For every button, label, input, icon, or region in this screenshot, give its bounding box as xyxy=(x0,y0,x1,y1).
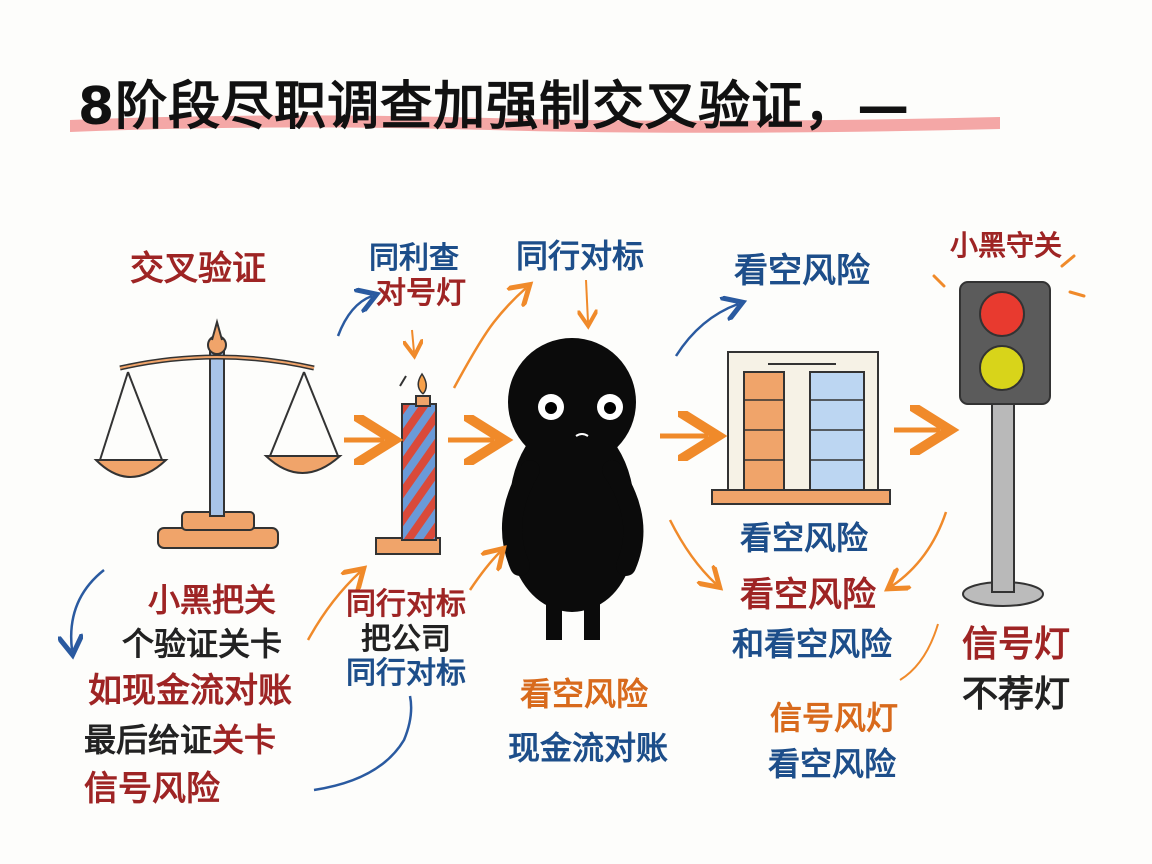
building-note-1: 看空风险 xyxy=(740,519,869,557)
label-signal-check: 对号灯 xyxy=(376,275,466,311)
left-note-4-tail: 关卡 xyxy=(212,721,277,759)
label-cross-verify: 交叉验证 xyxy=(130,249,266,289)
building-panels-icon xyxy=(711,351,891,505)
traffic-light-icon xyxy=(932,254,1086,607)
left-note-1: 小黑把关 xyxy=(148,581,277,619)
label-peer-benchmark-top: 同行对标 xyxy=(516,237,645,275)
label-peer-check-group: 同利查 对号灯 xyxy=(362,241,466,311)
center-note-2: 把公司 xyxy=(361,621,451,657)
black-figure-icon xyxy=(502,338,644,640)
blue-arrows xyxy=(71,296,738,792)
page-title: 8阶段尽职调查加强制交叉验证，— xyxy=(70,64,1000,139)
label-short-risk-top: 看空风险 xyxy=(734,251,870,291)
label-peer-check: 同利查 xyxy=(369,241,459,276)
lower-right-note-2: 看空风险 xyxy=(768,745,897,783)
light-note-1: 信号灯 xyxy=(962,624,1071,665)
center-note-1: 同行对标 xyxy=(346,587,466,622)
left-note-4: 最后给证关卡 xyxy=(84,722,276,759)
light-note-2: 不荐灯 xyxy=(962,674,1071,715)
title-highlight xyxy=(70,115,1000,133)
center-note-3: 同行对标 xyxy=(346,656,466,691)
building-note-3: 和看空风险 xyxy=(732,625,893,663)
balance-scale-icon xyxy=(93,318,343,549)
striped-pillar-icon xyxy=(375,372,441,555)
building-note-2: 看空风险 xyxy=(740,575,876,615)
left-note-2: 个验证关卡 xyxy=(122,625,283,663)
left-note-3: 如现金流对账 xyxy=(88,671,292,711)
label-gatekeeper-top: 小黑守关 xyxy=(950,229,1063,262)
lower-right-note-1: 信号风灯 xyxy=(770,699,899,737)
center-notes: 同行对标 把公司 同行对标 xyxy=(346,587,466,692)
left-note-4-text: 最后给证 xyxy=(84,721,213,759)
figure-note-2: 现金流对账 xyxy=(508,729,669,767)
flow-arrows xyxy=(306,279,946,681)
figure-note-1: 看空风险 xyxy=(520,675,649,713)
left-note-5: 信号风险 xyxy=(84,769,220,809)
